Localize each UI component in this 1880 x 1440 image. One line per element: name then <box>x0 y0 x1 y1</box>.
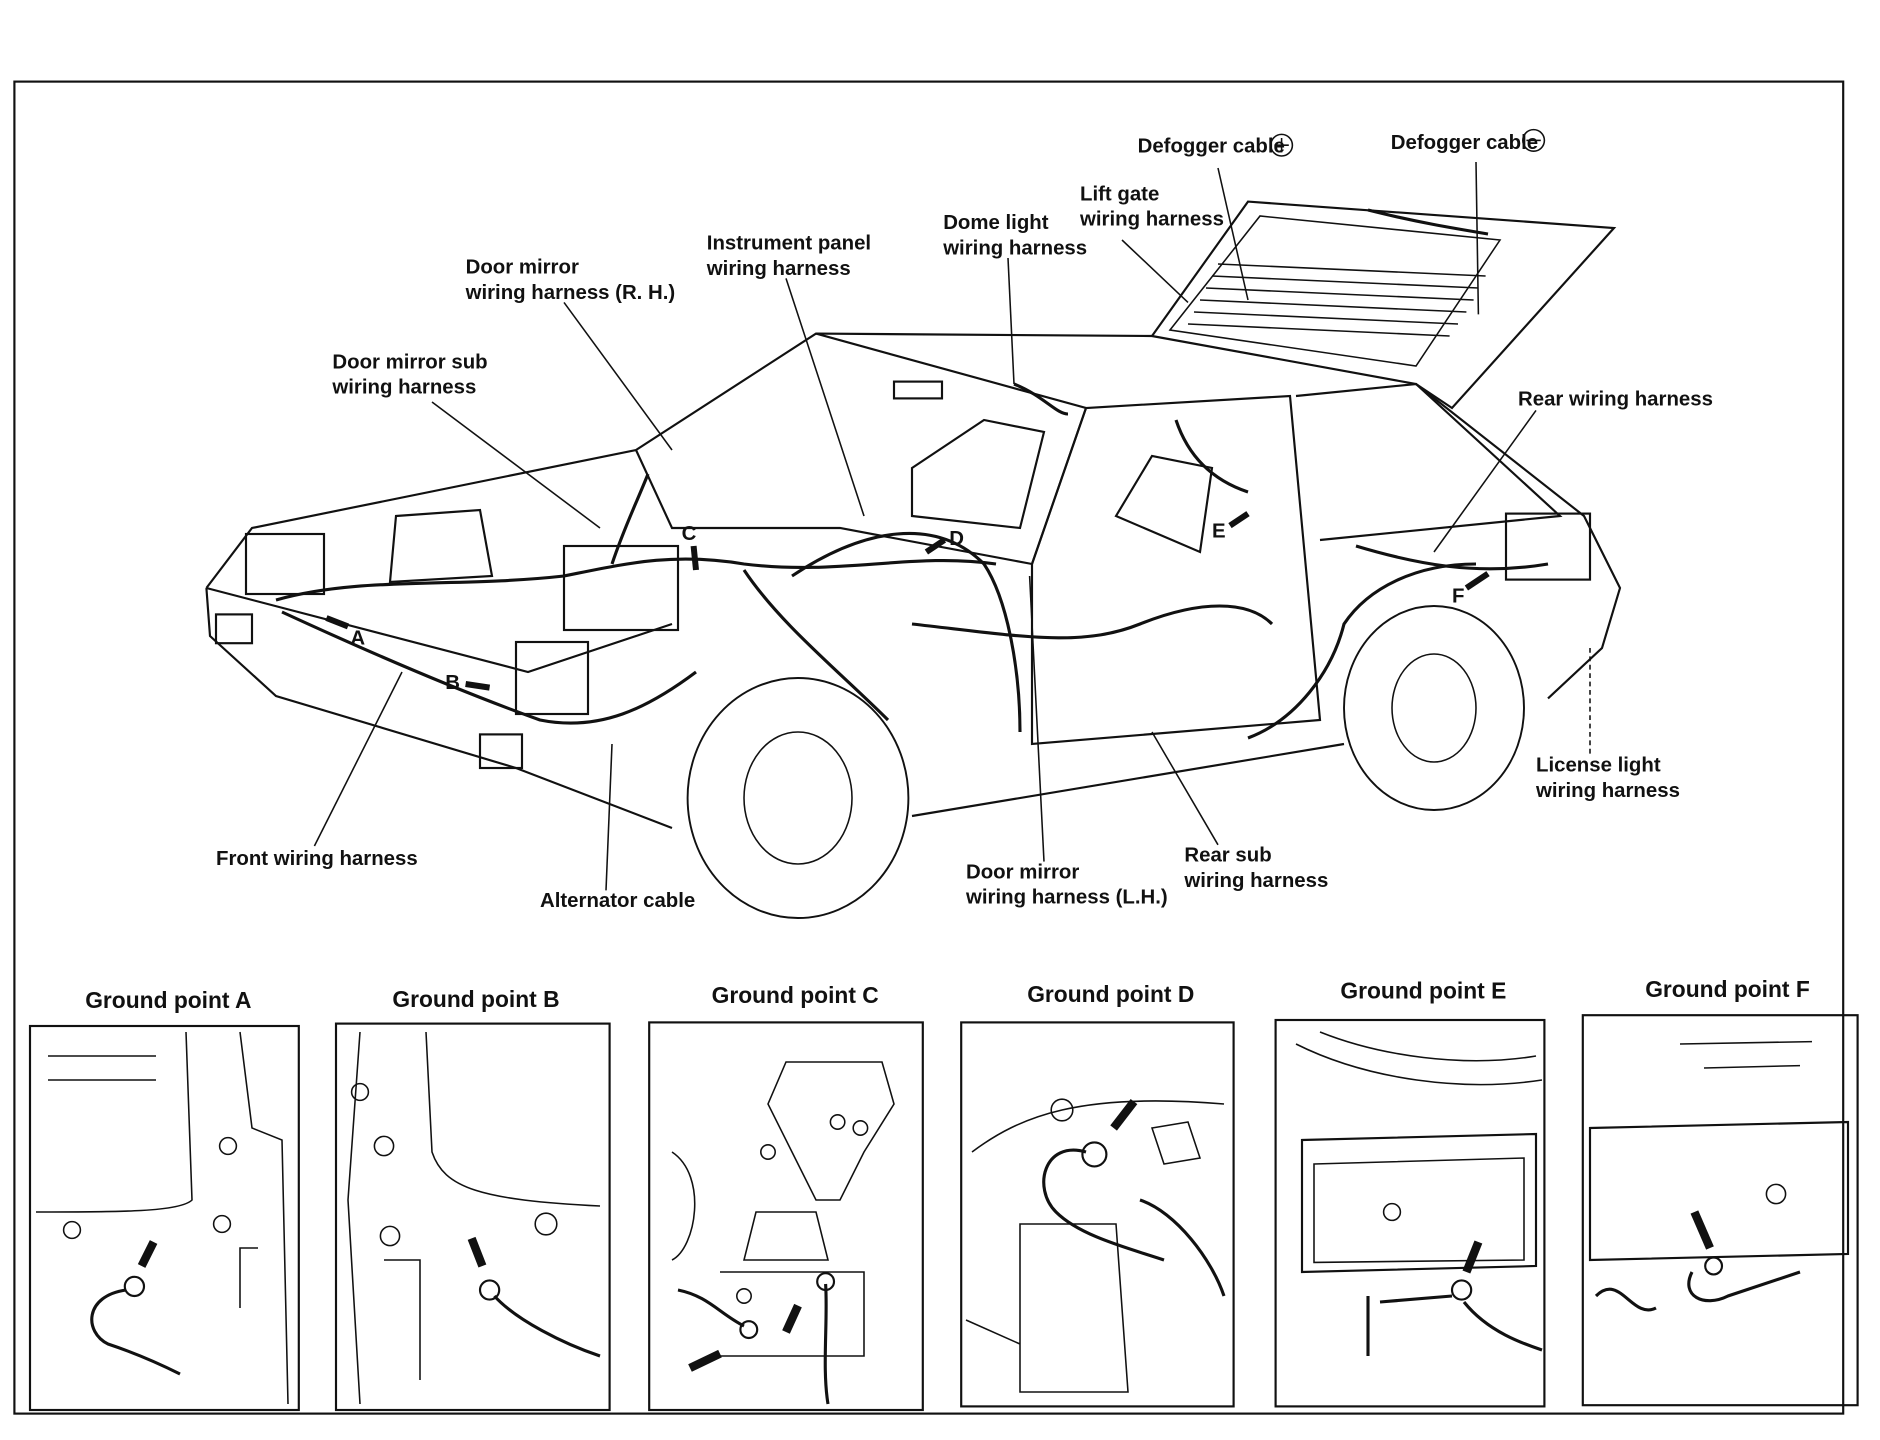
rear-seat <box>1114 454 1214 554</box>
rear-window-defogger-grid <box>1187 263 1486 337</box>
arrow-icon <box>1110 1099 1138 1131</box>
label-license-light-1: License light <box>1536 755 1661 777</box>
arrow-icon <box>688 1303 802 1372</box>
svg-text:C: C <box>682 523 697 545</box>
label-door-mirror-lh-2: wiring harness (L.H.) <box>965 887 1168 909</box>
fog-lamp <box>478 733 524 770</box>
svg-text:Ground point E: Ground point E <box>1340 977 1506 1003</box>
label-lift-gate-1: Lift gate <box>1080 183 1159 205</box>
label-license-light-2: wiring harness <box>1535 780 1680 802</box>
ground-point-a: Ground point A <box>28 987 300 1412</box>
label-lift-gate-2: wiring harness <box>1079 209 1224 231</box>
callout-d: D <box>924 528 964 555</box>
label-defogger-cable-minus: Defogger cable <box>1391 132 1538 154</box>
svg-text:D: D <box>949 528 964 550</box>
label-instrument-panel-2: wiring harness <box>706 258 851 280</box>
callout-e: E <box>1212 511 1250 543</box>
car-illustration <box>205 200 1622 919</box>
label-door-mirror-rh-2: wiring harness (R. H.) <box>465 282 676 304</box>
rear-wheel <box>1343 605 1525 811</box>
plus-circle-icon <box>1270 133 1294 157</box>
svg-text:Ground point F: Ground point F <box>1645 976 1810 1002</box>
callout-b: B <box>445 672 491 694</box>
arrow-icon <box>1690 1210 1714 1250</box>
label-rear-sub-1: Rear sub <box>1184 845 1271 867</box>
leader-lines <box>313 161 1591 891</box>
battery <box>562 544 680 632</box>
rear-combination-lamp <box>1504 512 1592 581</box>
ground-point-f: Ground point F <box>1581 976 1859 1407</box>
headlamp <box>244 532 326 596</box>
label-defogger-cable-plus: Defogger cable <box>1138 135 1285 157</box>
rear-view-mirror <box>892 380 944 400</box>
ground-point-c: Ground point C <box>648 982 924 1412</box>
label-rear-sub-2: wiring harness <box>1183 870 1328 892</box>
callout-f: F <box>1452 571 1490 607</box>
callout-a: A <box>325 615 365 649</box>
turn-lamp <box>214 613 254 645</box>
arrow-icon <box>467 1236 487 1268</box>
label-instrument-panel-1: Instrument panel <box>707 233 871 255</box>
svg-text:Ground point D: Ground point D <box>1027 981 1194 1007</box>
svg-text:Ground point A: Ground point A <box>85 987 251 1013</box>
callout-c: C <box>682 523 699 571</box>
front-wheel <box>686 677 910 919</box>
ground-point-d: Ground point D <box>960 981 1235 1408</box>
minus-circle-icon <box>1522 128 1546 152</box>
svg-text:A: A <box>350 627 365 649</box>
ground-point-b: Ground point B <box>334 986 611 1412</box>
headlamp <box>514 640 590 716</box>
svg-text:Ground point C: Ground point C <box>712 982 879 1008</box>
svg-text:F: F <box>1452 585 1464 607</box>
label-front-wiring: Front wiring harness <box>216 848 418 870</box>
svg-text:E: E <box>1212 521 1226 543</box>
label-door-mirror-rh-1: Door mirror <box>466 257 579 279</box>
label-rear-wiring: Rear wiring harness <box>1518 389 1713 411</box>
label-door-mirror-sub-2: wiring harness <box>331 377 476 399</box>
arrow-icon <box>1462 1240 1483 1274</box>
label-alternator-cable: Alternator cable <box>540 890 695 912</box>
diagram-frame <box>13 80 1845 1415</box>
svg-text:B: B <box>445 672 460 694</box>
label-door-mirror-lh-1: Door mirror <box>966 861 1079 883</box>
label-dome-light-2: wiring harness <box>942 237 1087 259</box>
ground-point-e: Ground point E <box>1274 977 1546 1408</box>
fuse-box <box>388 508 494 584</box>
label-door-mirror-sub-1: Door mirror sub <box>332 351 487 373</box>
seat <box>910 418 1046 530</box>
label-dome-light-1: Dome light <box>943 212 1049 234</box>
wiring-harness-routes <box>275 208 1549 740</box>
svg-text:Ground point B: Ground point B <box>392 986 559 1012</box>
arrow-icon <box>137 1240 158 1268</box>
